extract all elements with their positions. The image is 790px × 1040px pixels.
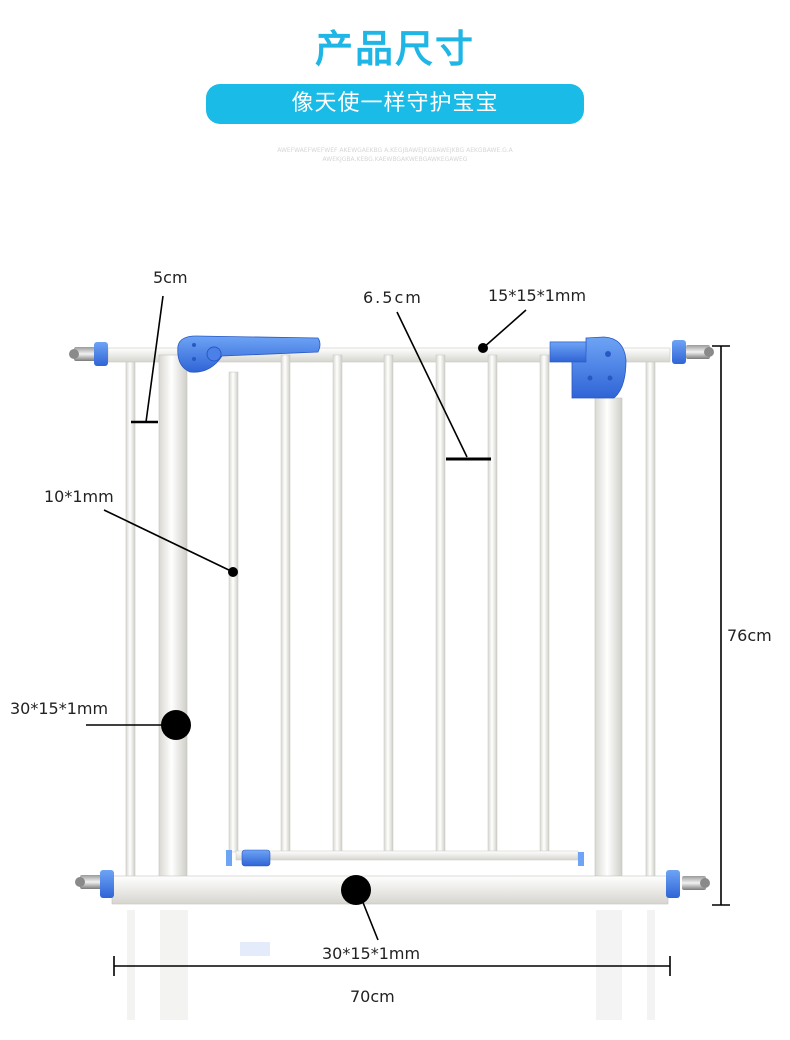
left-outer-bar [125, 357, 136, 879]
page-title: 产品尺寸 [314, 27, 475, 71]
bar-spacing-middle-label: 6.5cm [363, 288, 423, 307]
bar-marker [228, 567, 238, 577]
fine-print-line: AWEKJGBA.KEBG.KAEWBGAKWEBGAWKEGAWEG [322, 156, 468, 163]
side-frame-label: 30*15*1mm [10, 699, 109, 718]
top-tube-label: 15*15*1mm [488, 286, 587, 305]
bar-spacing-side-label: 5cm [153, 268, 188, 287]
floor-reflection [127, 910, 655, 1020]
pressure-screw [666, 870, 710, 898]
bottom-frame-label: 30*15*1mm [322, 944, 421, 963]
pressure-screw [75, 870, 114, 898]
right-side-frame [594, 397, 623, 879]
height-label: 76cm [727, 626, 772, 645]
side-frame-marker [161, 710, 191, 740]
bottom-frame [111, 875, 669, 905]
width-label: 70cm [350, 987, 395, 1006]
gate-bars [228, 354, 550, 854]
subtitle-banner: 像天使一样守护宝宝 [206, 84, 584, 124]
bottom-latch [241, 849, 271, 867]
pressure-screw [672, 340, 714, 364]
top-tube-marker [478, 343, 488, 353]
gate-handle [177, 335, 321, 373]
fine-print-line: AWEFWAEFWEFWEF AKEWGAEKBG A.KEGJBAWEJKGB… [277, 147, 513, 154]
right-outer-bar [645, 357, 656, 879]
gate-bottom-rail [235, 850, 579, 861]
pressure-screw [69, 342, 108, 366]
bottom-frame-marker [341, 875, 371, 905]
bar-diameter-label: 10*1mm [44, 487, 114, 506]
left-side-frame [158, 354, 188, 878]
